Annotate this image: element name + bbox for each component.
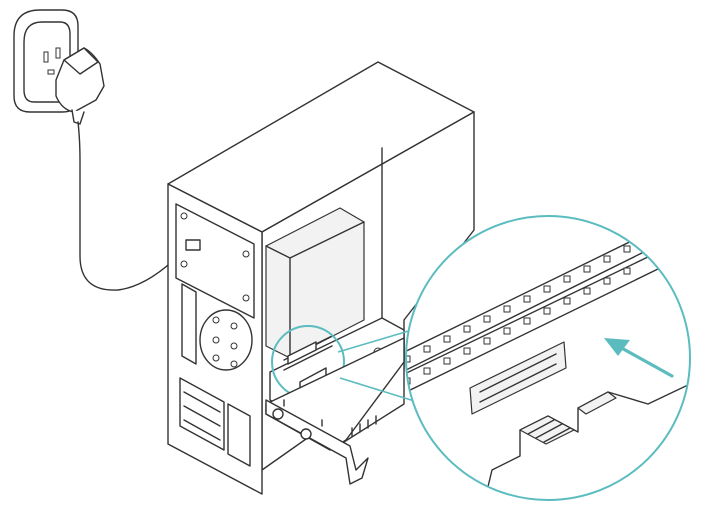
power-plug-icon xyxy=(55,47,105,125)
zoom-connector xyxy=(337,329,425,405)
power-cable xyxy=(77,121,187,291)
insert-arrow-icon xyxy=(604,338,674,378)
pcie-card-icon xyxy=(265,337,405,485)
pcie-slot-icon xyxy=(287,341,317,365)
